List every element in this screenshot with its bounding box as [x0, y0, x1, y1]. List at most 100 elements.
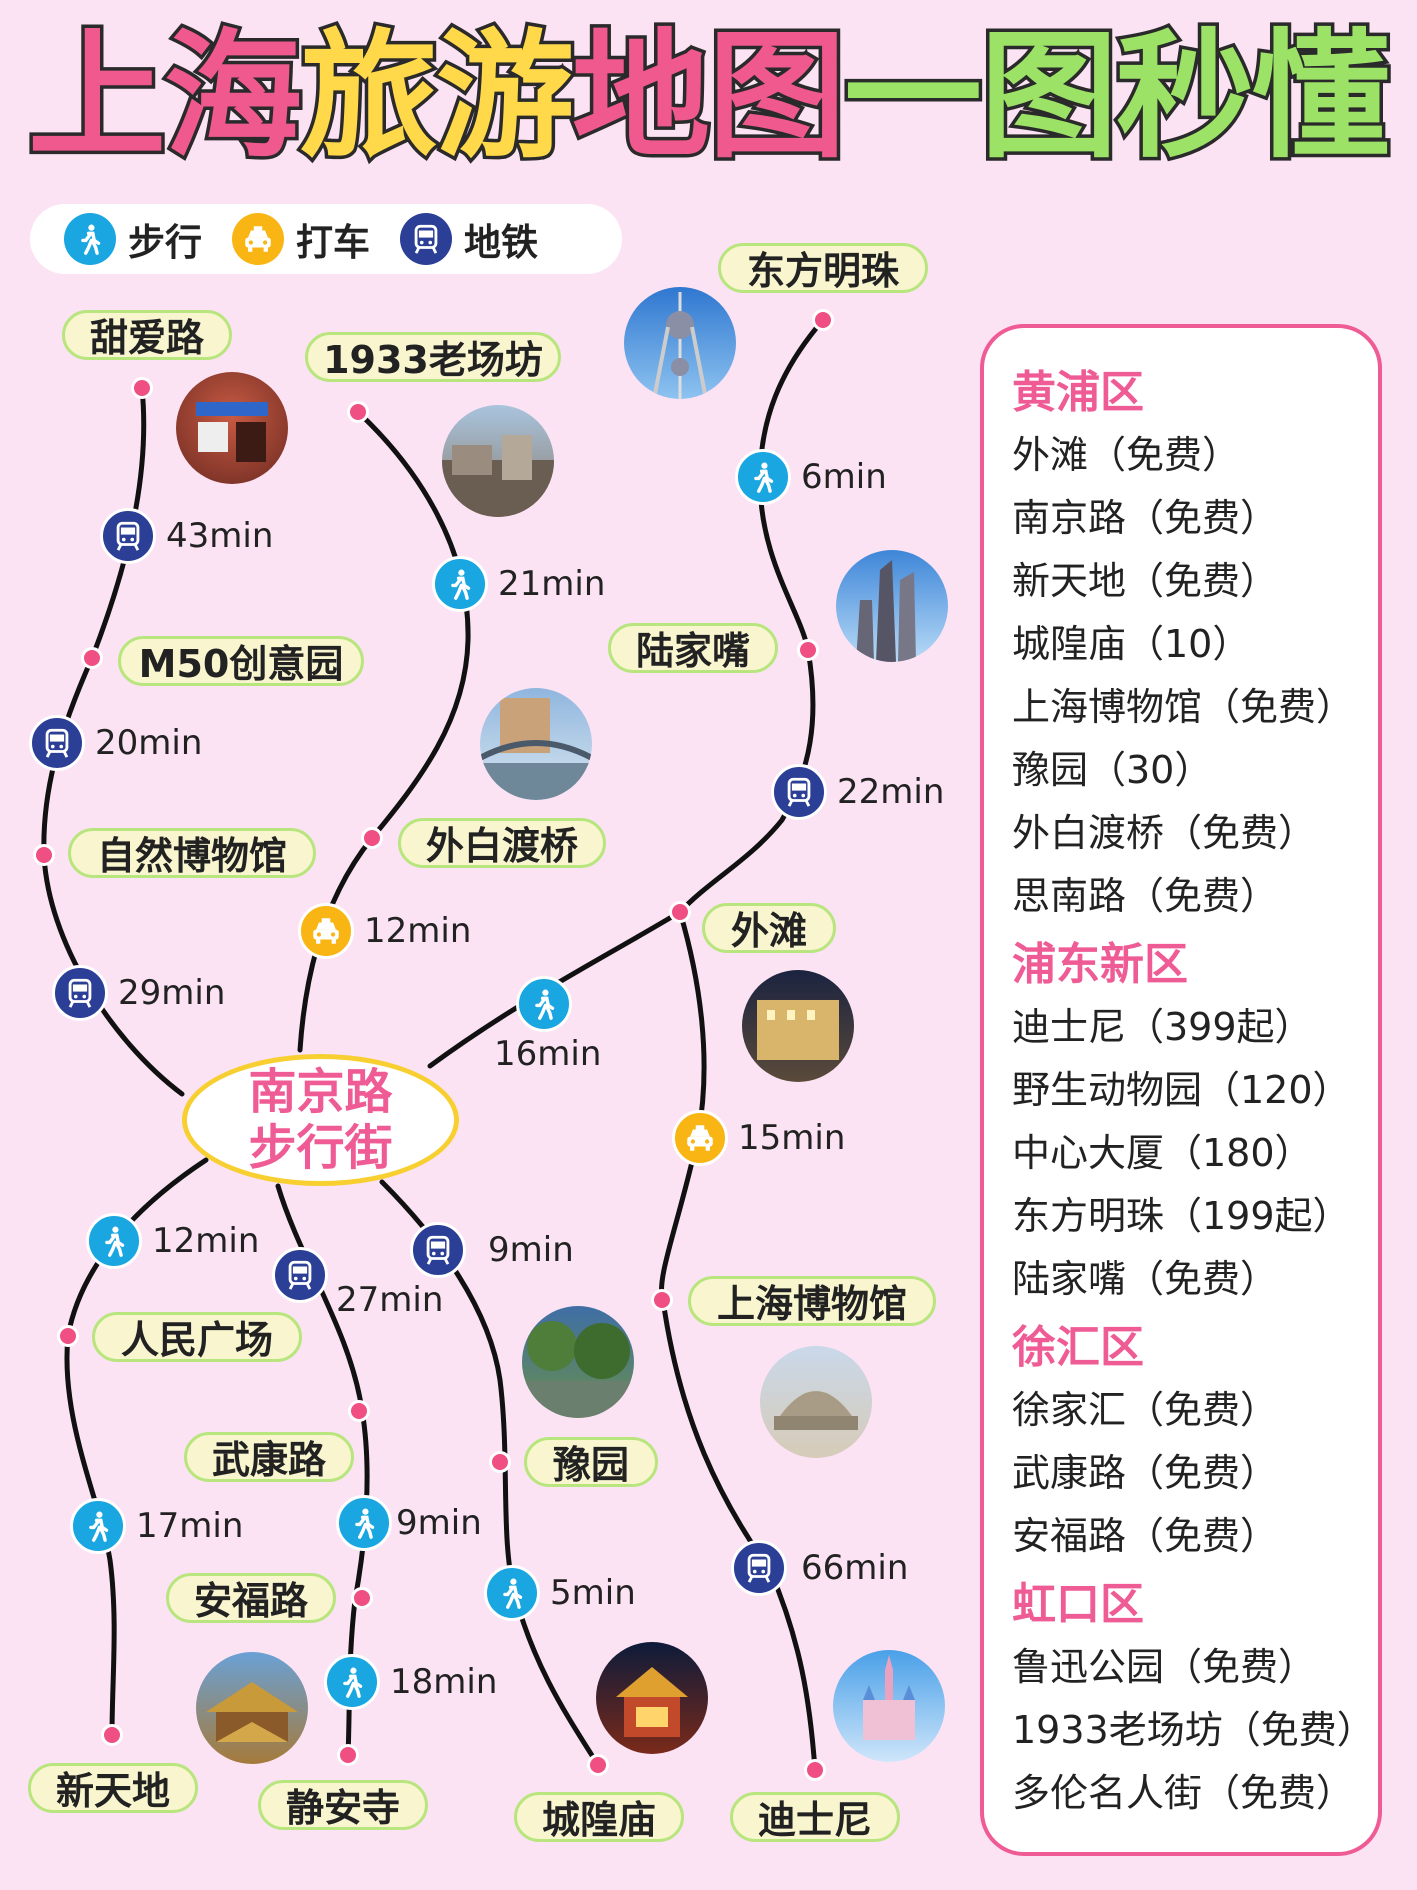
dot-chenghuang [587, 1754, 609, 1776]
walk-icon [336, 1495, 392, 1551]
station-xintiandi: 新天地 [28, 1763, 198, 1813]
walk-icon [70, 1498, 126, 1554]
spot-item: 武康路（免费） [1012, 1451, 1279, 1495]
photo-jingan-temple [196, 1652, 308, 1764]
station-shbwg: 上海博物馆 [688, 1276, 936, 1326]
dot-shbwg [651, 1289, 673, 1311]
dot-waibaidu [361, 827, 383, 849]
district-hongkou: 虹口区 [1012, 1579, 1144, 1630]
legend: 步行 打车 地铁 [30, 204, 622, 274]
segment-time: 66min [801, 1548, 909, 1588]
dot-dongfang [812, 309, 834, 331]
walk-icon [432, 556, 488, 612]
metro-icon [52, 965, 108, 1021]
station-chenghuang: 城隍庙 [514, 1792, 684, 1842]
segment-time: 12min [152, 1221, 260, 1261]
hub-line-2: 步行街 [248, 1120, 393, 1176]
title-part-1: 上海 [24, 16, 305, 177]
metro-icon [100, 508, 156, 564]
dot-jingan [337, 1744, 359, 1766]
station-waibaidu: 外白渡桥 [398, 818, 606, 868]
walk-icon [484, 1565, 540, 1621]
metro-icon [731, 1540, 787, 1596]
district-huangpu: 黄浦区 [1012, 367, 1144, 418]
dot-laochangfang [347, 401, 369, 423]
title-part-2: 旅游 [297, 16, 578, 177]
station-jingan: 静安寺 [258, 1780, 428, 1830]
segment-shbwg-disney: 66min [731, 1540, 908, 1596]
hub-line-1: 南京路 [248, 1064, 393, 1120]
metro-icon [410, 1222, 466, 1278]
metro-icon [771, 764, 827, 820]
segment-hub-renmin: 12min [86, 1213, 259, 1269]
district-panel: 黄浦区 外滩（免费） 南京路（免费） 新天地（免费） 城隍庙（10） 上海博物馆… [980, 324, 1382, 1856]
segment-waitan-hub [516, 976, 572, 1032]
station-anfu: 安福路 [166, 1573, 336, 1623]
spot-item: 思南路（免费） [1012, 874, 1279, 918]
station-lujiazui: 陆家嘴 [608, 623, 778, 673]
title-part-4: 一图秒懂 [841, 16, 1394, 177]
dot-ziran [33, 844, 55, 866]
segment-time: 15min [738, 1118, 846, 1158]
spot-item: 安福路（免费） [1012, 1514, 1279, 1558]
dot-tianailu [131, 377, 153, 399]
segment-hub-yuyuan: 9min [410, 1222, 574, 1278]
spot-item: 徐家汇（免费） [1012, 1388, 1279, 1432]
segment-waibaidu-hub: 12min [298, 903, 471, 959]
dot-xintiandi [101, 1724, 123, 1746]
segment-time: 12min [364, 911, 472, 951]
legend-taxi: 打车 [232, 212, 370, 266]
segment-hub-wukang-time: 27min [336, 1280, 444, 1320]
taxi-icon [298, 903, 354, 959]
segment-renmin-xintiandi: 17min [70, 1498, 243, 1554]
segment-time: 9min [488, 1230, 574, 1270]
spot-item: 陆家嘴（免费） [1012, 1257, 1279, 1301]
photo-laochangfang [442, 405, 554, 517]
legend-walk: 步行 [64, 212, 202, 266]
spot-item: 迪士尼（399起） [1012, 1005, 1313, 1049]
district-xuhui: 徐汇区 [1012, 1322, 1144, 1373]
page-title: 上海 旅游 地图 一图秒懂 [24, 16, 1394, 177]
spot-item: 1933老场坊（免费） [1012, 1708, 1375, 1752]
segment-dongfang-lujiazui: 6min [735, 449, 887, 505]
legend-taxi-label: 打车 [296, 221, 370, 264]
walk-icon [64, 213, 116, 265]
station-tianailu: 甜爱路 [62, 310, 232, 360]
photo-oriental-pearl [624, 287, 736, 399]
dot-anfu [351, 1587, 373, 1609]
dot-lujiazui [797, 639, 819, 661]
segment-time: 20min [95, 723, 203, 763]
dot-waitan [669, 901, 691, 923]
walk-icon [324, 1654, 380, 1710]
spot-item: 外白渡桥（免费） [1012, 811, 1317, 855]
segment-yuyuan-chenghuang: 5min [484, 1565, 636, 1621]
dot-disney [804, 1759, 826, 1781]
station-disney: 迪士尼 [730, 1792, 900, 1842]
segment-anfu-jingan: 18min [324, 1654, 497, 1710]
segment-time: 5min [550, 1573, 636, 1613]
station-m50: M50创意园 [118, 636, 364, 686]
legend-metro-label: 地铁 [464, 221, 538, 264]
legend-walk-label: 步行 [128, 221, 202, 264]
metro-icon [400, 213, 452, 265]
photo-shanghai-museum [760, 1346, 872, 1458]
photo-chenghuang-temple [596, 1642, 708, 1754]
photo-tianailu [176, 372, 288, 484]
segment-time: 21min [498, 564, 606, 604]
spot-item: 外滩（免费） [1012, 433, 1241, 477]
station-dongfang: 东方明珠 [718, 243, 928, 293]
segment-m50-ziran: 20min [29, 715, 202, 771]
segment-time: 6min [801, 457, 887, 497]
metro-icon [29, 715, 85, 771]
segment-tianailu-m50: 43min [100, 508, 273, 564]
taxi-icon [232, 213, 284, 265]
photo-lujiazui [836, 550, 948, 662]
segment-time: 29min [118, 973, 226, 1013]
spot-item: 南京路（免费） [1012, 496, 1279, 540]
station-wukang: 武康路 [184, 1432, 354, 1482]
segment-time: 17min [136, 1506, 244, 1546]
photo-disney [833, 1650, 945, 1762]
spot-item: 东方明珠（199起） [1012, 1194, 1351, 1238]
line-dongfang [677, 317, 826, 915]
district-pudong: 浦东新区 [1012, 939, 1188, 990]
